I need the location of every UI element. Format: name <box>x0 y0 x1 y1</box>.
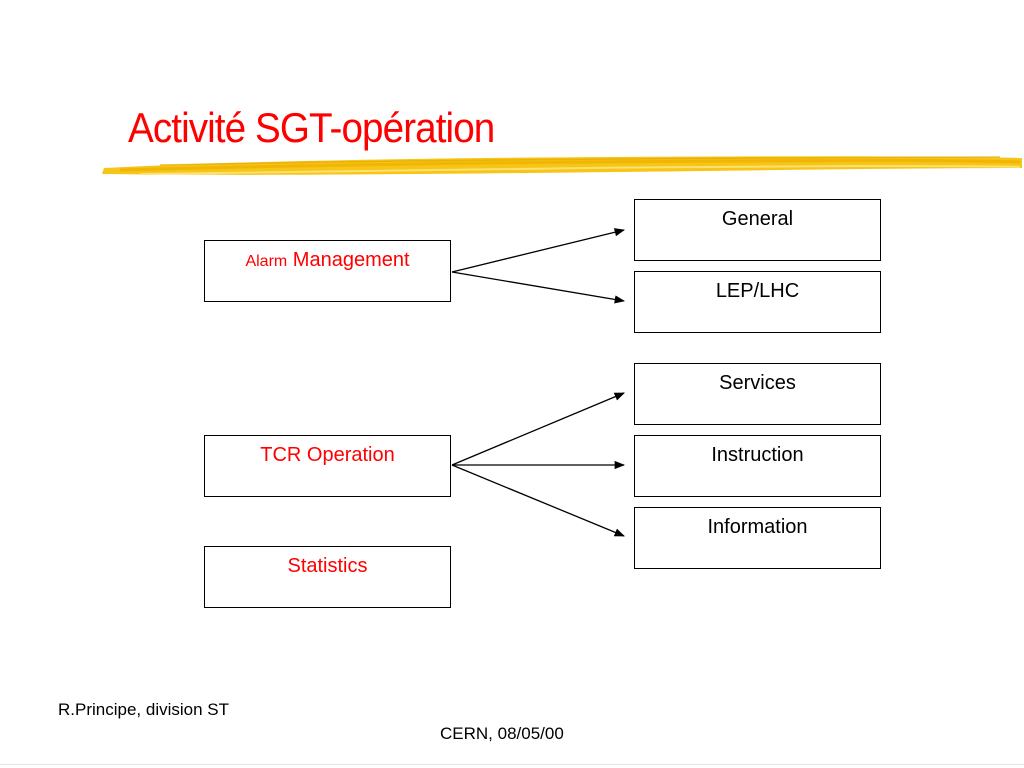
tcr-operation-box: TCR Operation <box>204 435 451 497</box>
services-box: Services <box>634 363 881 425</box>
statistics-box: Statistics <box>204 546 451 608</box>
arrow-alarm-to-lep-lhc <box>451 271 626 304</box>
footer-author: R.Principe, division ST <box>58 700 230 719</box>
general-box: General <box>634 199 881 261</box>
arrow-tcr-to-information <box>451 464 625 537</box>
alarm-management-box: Alarm Management <box>204 240 451 302</box>
arrow-tcr-to-services <box>451 392 625 466</box>
title-underline-brushstroke <box>102 156 1022 175</box>
instruction-box: Instruction <box>634 435 881 497</box>
alarm-label: Alarm <box>245 253 288 270</box>
information-box: Information <box>634 507 881 569</box>
footer-place-date: CERN, 08/05/00 <box>440 724 564 743</box>
management-label: Management <box>292 249 410 271</box>
arrow-alarm-to-general <box>451 228 626 273</box>
slide-title: Activité SGT-opération <box>128 104 495 151</box>
lep-lhc-box: LEP/LHC <box>634 271 881 333</box>
bottom-divider <box>0 764 1024 765</box>
